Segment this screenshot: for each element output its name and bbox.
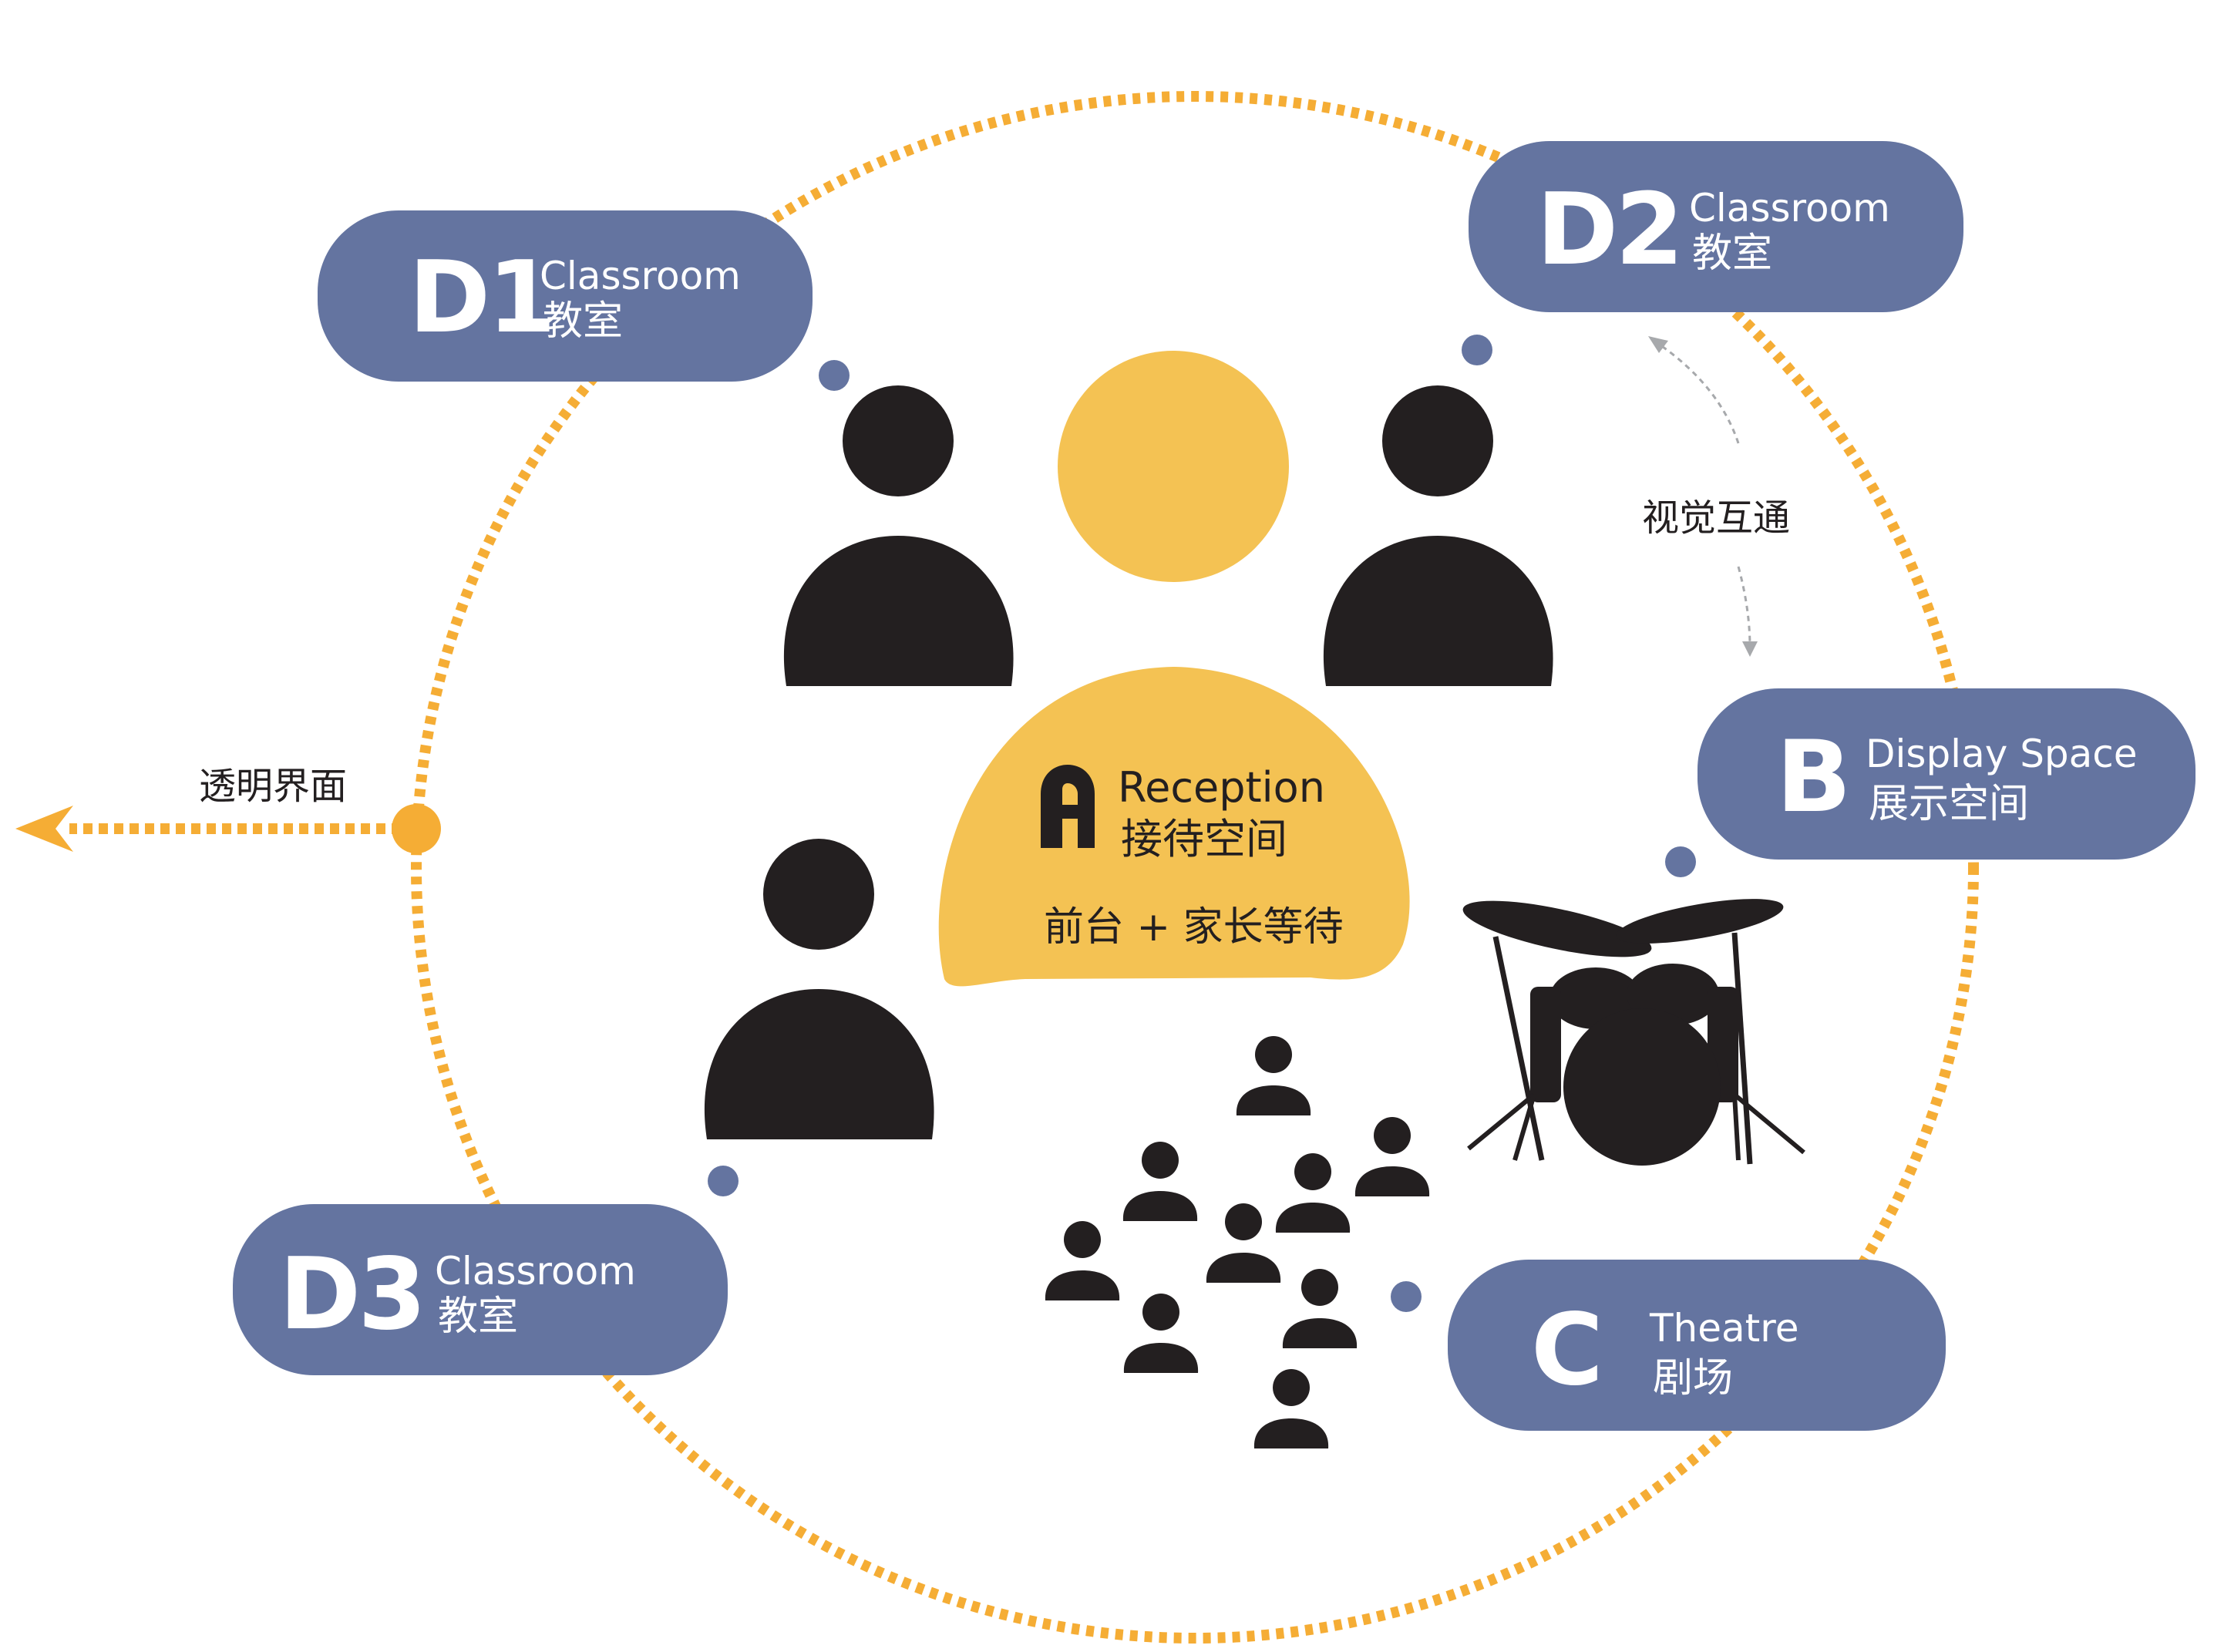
connector-dot-d3 <box>708 1166 739 1196</box>
zone-label-en: Theatre <box>1650 1306 1799 1351</box>
drum-kit-icon <box>1462 899 1805 1166</box>
zone-letter: D2 <box>1536 173 1684 288</box>
zone-pill-d2[interactable]: D2 Classroom 教室 <box>1469 141 1963 312</box>
zone-pill-d1[interactable]: D1 Classroom 教室 <box>318 210 813 382</box>
visual-link-lower <box>1737 566 1751 648</box>
connector-dot-d1 <box>819 360 850 391</box>
reception-subtitle: 前台 + 家长等待 <box>1044 904 1344 950</box>
zone-pill-d3[interactable]: D3 Classroom 教室 <box>233 1204 728 1375</box>
zone-label-cn: 剧场 <box>1653 1355 1734 1401</box>
zone-label-en: Display Space <box>1866 732 2138 776</box>
visual-link-lower-head <box>1742 641 1758 657</box>
person-silhouette-icon <box>1323 385 1553 686</box>
visual-connection-label: 视觉互通 <box>1642 496 1791 540</box>
zone-label-cn: 教室 <box>438 1294 519 1340</box>
connector-dot-b <box>1665 846 1696 877</box>
interface-node <box>392 804 441 853</box>
zone-letter: D3 <box>279 1237 426 1352</box>
connector-dot-d2 <box>1462 335 1492 365</box>
reception-label-en: Reception <box>1118 763 1325 812</box>
zone-letter: C <box>1531 1293 1603 1408</box>
reception-letter-icon <box>1041 765 1095 848</box>
zone-letter: B <box>1776 720 1852 835</box>
visual-link-upper <box>1657 342 1740 444</box>
reception-dome <box>938 667 1410 987</box>
reception-label-cn: 接待空间 <box>1121 815 1287 863</box>
person-silhouette-icon <box>704 839 934 1139</box>
zone-pill-b[interactable]: B Display Space 展示空间 <box>1698 688 2195 860</box>
orbit-ring <box>411 91 1979 1644</box>
zone-letter: D1 <box>409 241 556 355</box>
transparent-interface-label: 透明界面 <box>199 765 348 808</box>
zone-pill-c[interactable]: C Theatre 剧场 <box>1448 1260 1946 1431</box>
arrow-left-icon <box>15 806 73 852</box>
zone-label-cn: 展示空间 <box>1869 781 2030 827</box>
audience-group-icon <box>1045 1036 1430 1448</box>
visual-link-upper-head <box>1648 336 1668 353</box>
connector-dot-c <box>1391 1281 1422 1312</box>
zone-label-cn: 教室 <box>1692 230 1773 277</box>
zone-label-en: Classroom <box>1689 186 1890 230</box>
reception-head-circle <box>1058 351 1289 582</box>
zone-label-en: Classroom <box>435 1249 636 1294</box>
person-silhouette-icon <box>783 385 1014 686</box>
zone-label-en: Classroom <box>540 254 741 298</box>
zone-label-cn: 教室 <box>543 298 624 345</box>
